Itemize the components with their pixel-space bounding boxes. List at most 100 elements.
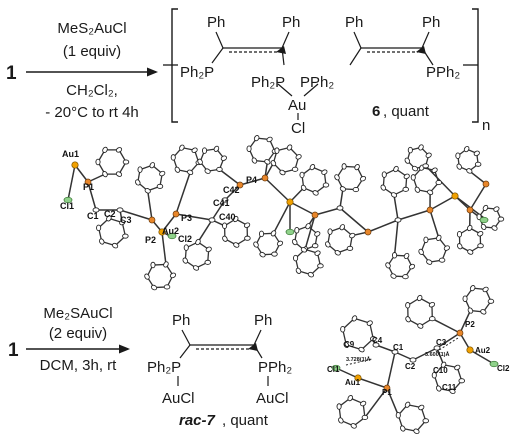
bond <box>436 332 461 349</box>
scheme1-reagent: MeS₂AuCl <box>57 20 126 37</box>
atom-label-c1: C1 <box>393 343 404 352</box>
scheme2-reagent: Me₂SAuCl <box>43 305 112 322</box>
carbon-atom <box>423 236 429 244</box>
carbon-atom <box>244 235 251 241</box>
carbon-atom <box>309 164 316 171</box>
atom-label-c1: C1 <box>87 211 99 221</box>
bond <box>264 177 291 203</box>
carbon-atom <box>274 147 280 154</box>
carbon-atom <box>253 241 259 248</box>
bond <box>393 194 399 221</box>
bond <box>469 349 495 365</box>
atom-label-c2: C2 <box>405 362 416 371</box>
carbon-atom <box>411 165 419 172</box>
bond <box>175 213 213 221</box>
carbon-atom <box>106 215 112 222</box>
carbon-atom <box>327 228 333 235</box>
carbon-atom <box>264 159 271 165</box>
carbon-atom <box>293 254 299 262</box>
wedge-bond <box>276 46 286 54</box>
phosphorus-atom <box>148 216 156 224</box>
carbon-atom <box>305 223 311 230</box>
bond <box>436 347 445 366</box>
scheme1-au: Au <box>288 97 306 114</box>
bond <box>211 47 224 64</box>
carbon-atom <box>370 336 377 342</box>
carbon-atom <box>352 187 360 193</box>
wedge-bond <box>248 343 258 351</box>
carbon-atom <box>487 298 495 304</box>
bond <box>367 219 399 233</box>
distance-label-1: 3.728(1)Å <box>346 356 370 363</box>
carbon-atom <box>438 257 446 263</box>
carbon-atom <box>222 235 228 242</box>
carbon-atom <box>339 186 347 192</box>
phosphorus-atom <box>172 210 180 218</box>
carbon-atom <box>366 320 373 326</box>
scheme1-conditions: - 20°C to rt 4h <box>45 104 139 121</box>
aurophilic-contact-1 <box>345 358 373 366</box>
carbon-atom <box>462 295 468 302</box>
carbon-atom <box>403 252 410 260</box>
carbon-atom <box>286 144 293 151</box>
carbon-atom <box>372 342 380 348</box>
carbon-atom <box>253 135 260 142</box>
carbon-atom <box>343 341 350 348</box>
carbon-atom <box>466 168 473 174</box>
carbon-atom <box>221 197 229 203</box>
atom-label-p4: P4 <box>246 175 257 185</box>
crystal-structure-polymer: Au1 P1 Cl1 C1 C2 C3 P2 Au2 P3 Cl2 C40 C4… <box>60 135 505 291</box>
carbon-atom <box>222 222 228 230</box>
carbon-atom <box>98 238 105 245</box>
carbon-atom <box>405 316 411 323</box>
scheme-2: 1 Me₂SAuCl (2 equiv) DCM, 3h, rt Ph Ph P… <box>8 305 292 429</box>
carbon-atom <box>467 307 474 314</box>
carbon-atom <box>469 285 476 292</box>
carbon-atom <box>360 400 367 407</box>
carbon-atom <box>322 182 330 188</box>
carbon-atom <box>422 163 429 169</box>
bond <box>386 387 399 416</box>
carbon-atom <box>102 146 108 153</box>
atom-label-p1: P1 <box>83 182 94 192</box>
phosphorus-atom <box>383 384 391 392</box>
gold-atom <box>466 346 474 354</box>
carbon-atom <box>195 238 201 246</box>
bond <box>146 190 153 221</box>
carbon-atom <box>92 207 100 213</box>
bond <box>253 344 263 359</box>
carbon-atom <box>246 145 252 152</box>
carbon-atom <box>349 232 356 239</box>
bond <box>161 213 177 233</box>
carbon-atom <box>418 248 424 255</box>
carbon-atom <box>295 267 302 274</box>
scheme2-reagent-equiv: (2 equiv) <box>49 325 107 342</box>
carbon-atom <box>295 154 302 160</box>
carbon-atom <box>159 170 166 177</box>
crystal2-labels: C9 C4 C1 C3 P2 Cl1 Au1 C2 C10 Au2 Cl2 C1… <box>327 320 510 397</box>
atom-label-c41: C41 <box>213 198 230 208</box>
bond <box>161 231 167 265</box>
phosphorus-atom <box>482 180 490 188</box>
atom-label-au2: Au2 <box>162 226 179 236</box>
atom-label-c40: C40 <box>219 212 236 222</box>
carbon-atom <box>482 286 489 293</box>
carbon-atom <box>493 206 500 212</box>
carbon-atom <box>135 179 141 186</box>
bond <box>224 184 241 201</box>
ring-bond <box>369 322 374 339</box>
carbon-atom <box>96 224 102 232</box>
atom-label-p3: P3 <box>181 213 192 223</box>
bond <box>364 387 388 418</box>
scheme1-ph-2: Ph <box>282 14 300 31</box>
carbon-atom <box>449 388 456 395</box>
carbon-atom <box>482 204 489 212</box>
carbon-atom <box>276 240 284 247</box>
scheme2-compound-label: 1 <box>8 340 19 361</box>
scheme1-reagent-equiv: (1 equiv) <box>63 43 121 60</box>
carbon-atom <box>137 166 143 173</box>
carbon-atom <box>480 223 487 231</box>
atom-label-p2: P2 <box>465 320 475 329</box>
carbon-atom <box>350 423 357 429</box>
carbon-atom <box>336 205 344 211</box>
